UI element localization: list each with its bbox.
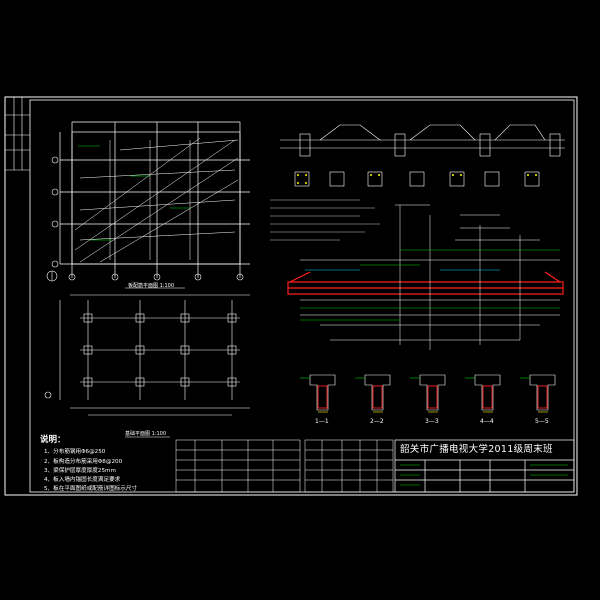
plan-axis-bubbles <box>51 156 244 281</box>
foundation-plan <box>59 294 250 416</box>
section-label-4: 4—4 <box>480 418 494 425</box>
rebar-table-left <box>175 439 301 493</box>
rebar-detail-red <box>287 271 564 295</box>
section-label-3: 3—3 <box>425 418 439 425</box>
inner-frame <box>29 99 575 493</box>
notes-heading: 说明： <box>40 435 66 445</box>
note-1: 1、分布筋钢用Φ6@250 <box>44 449 106 455</box>
drawing-title: 韶关市广播电视大学2011级周末班 <box>400 444 553 455</box>
note-5: 5、板在平面图纸或配筋详图标示尺寸 <box>44 486 138 492</box>
slab-plan-green-marks <box>78 145 190 241</box>
section-label-5: 5—5 <box>535 418 549 425</box>
rebar-detail-green <box>300 249 560 321</box>
title-block-green-text <box>400 464 568 486</box>
note-3: 3、梁保护层厚度厚度25mm <box>44 468 116 474</box>
section-label-2: 2—2 <box>370 418 384 425</box>
foundation-bubble-icon <box>44 391 52 399</box>
rebar-detail-white <box>300 204 560 350</box>
section-marks-yellow <box>297 174 537 184</box>
section-label-1: 1—1 <box>315 418 329 425</box>
note-2: 2、板构造分布筋采用Φ8@200 <box>44 459 123 465</box>
section-details <box>309 374 556 411</box>
plan-caption: 板配筋平面图 1:100 <box>128 283 174 289</box>
beam-elevation <box>280 124 565 157</box>
note-4: 4、板入墙内锚固长度满足要求 <box>44 477 121 483</box>
section-details-red <box>317 385 548 409</box>
slab-rebar-diagonals <box>74 137 239 263</box>
detail-caption: 基础平面图 1:100 <box>125 431 166 437</box>
rebar-table-middle <box>304 439 394 493</box>
column-sections-top <box>294 171 540 187</box>
title-block <box>394 439 575 493</box>
slab-plan <box>59 121 250 278</box>
binding-strip <box>5 97 30 171</box>
sheet-border <box>4 96 578 496</box>
beam-notes-lines <box>270 199 380 241</box>
